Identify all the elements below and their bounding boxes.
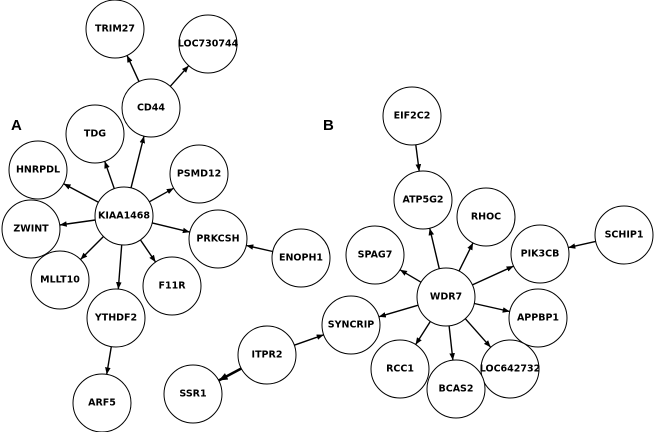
node-hnrpdl: HNRPDL [8,140,68,200]
node-psmd12: PSMD12 [169,144,229,204]
panel-label-b: B [323,117,334,134]
node-f11r: F11R [142,256,202,316]
edge-wdr7-to-loc642732 [464,318,492,348]
node-schip1: SCHIP1 [594,205,654,265]
edge-kiaa1468-to-hnrpdl [63,183,99,203]
node-cd44: CD44 [121,78,181,138]
node-pik3cb: PIK3CB [510,224,570,284]
node-label-spag7: SPAG7 [358,250,393,261]
edge-kiaa1468-to-prkcsh [152,222,190,234]
node-label-rcc1: RCC1 [386,364,414,375]
node-spag7: SPAG7 [345,225,405,285]
node-label-arf5: ARF5 [88,398,116,409]
node-label-eif2c2: EIF2C2 [394,111,431,122]
node-rcc1: RCC1 [370,339,430,399]
node-label-trim27: TRIM27 [95,24,135,35]
edges-layer [59,55,596,382]
node-zwint: ZWINT [1,199,61,259]
node-label-appbp1: APPBP1 [517,313,559,324]
node-label-zwint: ZWINT [13,224,49,235]
node-label-cd44: CD44 [137,103,165,114]
node-label-hnrpdl: HNRPDL [16,165,60,176]
edge-wdr7-to-atp5g2 [428,228,440,269]
edge-schip1-to-pik3cb [568,240,596,249]
edge-kiaa1468-to-tdg [104,161,115,189]
edge-kiaa1468-to-ythdf2 [116,244,123,290]
node-kiaa1468: KIAA1468 [94,186,154,246]
node-label-f11r: F11R [158,281,186,292]
node-loc642732: LOC642732 [480,339,540,399]
node-label-kiaa1468: KIAA1468 [98,211,150,222]
node-arf5: ARF5 [72,373,132,432]
edge-wdr7-to-rcc1 [415,321,431,345]
edge-wdr7-to-spag7 [399,269,422,283]
node-label-ythdf2: YTHDF2 [94,313,137,324]
node-label-ssr1: SSR1 [179,389,206,400]
node-label-syncrip: SYNCRIP [328,320,374,331]
node-prkcsh: PRKCSH [188,209,248,269]
edge-wdr7-to-rhoc [458,242,474,272]
node-label-mllt10: MLLT10 [40,275,80,286]
edge-wdr7-to-pik3cb [472,265,514,286]
edge-kiaa1468-to-mllt10 [80,236,104,260]
node-atp5g2: ATP5G2 [393,170,453,230]
node-label-psmd12: PSMD12 [177,169,221,180]
node-loc730744: LOC730744 [178,14,239,74]
node-label-enoph1: ENOPH1 [279,253,323,264]
edge-ythdf2-to-arf5 [105,346,112,375]
node-bcas2: BCAS2 [426,359,486,419]
edge-wdr7-to-appbp1 [474,302,510,313]
node-tdg: TDG [65,104,125,164]
node-label-schip1: SCHIP1 [605,230,644,241]
node-label-itpr2: ITPR2 [252,350,283,361]
node-itpr2: ITPR2 [237,325,297,385]
edge-cd44-to-loc730744 [169,65,190,87]
node-syncrip: SYNCRIP [321,295,381,355]
node-enoph1: ENOPH1 [271,228,331,288]
edge-cd44-to-trim27 [126,55,140,82]
node-wdr7: WDR7 [416,267,476,327]
panel-label-a: A [11,117,22,134]
node-label-atp5g2: ATP5G2 [402,195,443,206]
edge-eif2c2-to-atp5g2 [415,144,422,172]
edge-kiaa1468-to-f11r [139,239,157,263]
node-label-rhoc: RHOC [471,212,501,223]
node-label-bcas2: BCAS2 [438,384,473,395]
node-eif2c2: EIF2C2 [382,86,442,146]
node-label-pik3cb: PIK3CB [521,249,560,260]
node-label-loc730744: LOC730744 [178,39,239,50]
node-label-loc642732: LOC642732 [480,364,540,375]
node-mllt10: MLLT10 [30,250,90,310]
node-label-wdr7: WDR7 [430,292,462,303]
node-appbp1: APPBP1 [508,288,568,348]
edge-kiaa1468-to-psmd12 [148,187,175,203]
node-trim27: TRIM27 [85,0,145,59]
edge-kiaa1468-to-zwint [59,219,96,227]
edge-itpr2-to-syncrip [294,334,324,346]
node-ythdf2: YTHDF2 [86,288,146,348]
edge-enoph1-to-prkcsh [246,244,273,253]
edge-wdr7-to-syncrip [378,304,419,318]
edge-kiaa1468-to-cd44 [130,135,146,189]
edge-wdr7-to-bcas2 [448,325,455,361]
node-ssr1: SSR1 [163,364,223,424]
node-rhoc: RHOC [456,187,516,247]
node-label-prkcsh: PRKCSH [196,234,239,245]
edge-itpr2-to-ssr1 [218,367,242,382]
node-label-tdg: TDG [84,129,106,140]
